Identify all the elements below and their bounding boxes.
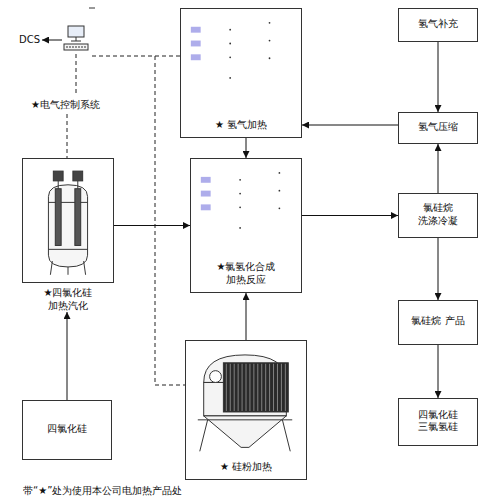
node-text: 氯硅烷 产品 <box>410 315 465 328</box>
node-text: ★四氯化硅 加热汽化 <box>36 287 100 312</box>
node-text: 四氯化硅 <box>46 423 88 436</box>
equipment-frame <box>22 158 114 283</box>
equipment-box: ★四氯化硅 加热汽化 <box>22 158 114 312</box>
system-label: ★电气控制系统 <box>30 98 101 112</box>
flow-arrow <box>114 225 190 226</box>
flow-arrow <box>246 138 247 158</box>
process-box: 氢气补充 <box>398 8 478 42</box>
process-box: 氯硅烷 产品 <box>398 300 478 345</box>
silo-illustration <box>186 341 306 479</box>
system-label: DCS <box>18 34 41 45</box>
process-box: ★氯氢化合成 加热反应 <box>190 158 302 293</box>
process-box: ★ 氢气加热 <box>180 8 302 138</box>
flow-arrow <box>246 293 247 340</box>
flow-arrow <box>438 144 439 193</box>
flow-arrow <box>302 215 398 216</box>
node-text: ★氯氢化合成 加热反应 <box>214 261 278 286</box>
process-box: 氯硅烷 洗涤冷凝 <box>398 193 478 238</box>
node-text: 氯硅烷 洗涤冷凝 <box>406 202 470 227</box>
process-box: 氢气压缩 <box>398 112 478 144</box>
node-text: ★ 氢气加热 <box>214 119 268 132</box>
node-text: ★ 硅粉加热 <box>219 461 273 474</box>
flow-arrow <box>438 42 439 112</box>
process-box: 四氯化硅 <box>22 400 112 460</box>
node-text: 氢气压缩 <box>417 121 459 134</box>
node-text: 四氯化硅 三氯氢硅 <box>406 409 470 434</box>
computer-icon <box>64 8 95 50</box>
dcs-arrow <box>42 40 62 41</box>
flow-arrow <box>67 312 68 400</box>
vessel-illustration <box>23 159 113 282</box>
flow-arrow <box>438 345 439 398</box>
node-text: 氢气补充 <box>417 18 459 31</box>
process-box: 四氯化硅 三氯氢硅 <box>398 398 478 446</box>
equipment-box: ★ 硅粉加热 <box>185 340 307 480</box>
flow-arrow <box>302 125 398 126</box>
footnote: 带“★”处为使用本公司电加热产品处 <box>22 484 183 498</box>
flow-arrow <box>438 238 439 300</box>
